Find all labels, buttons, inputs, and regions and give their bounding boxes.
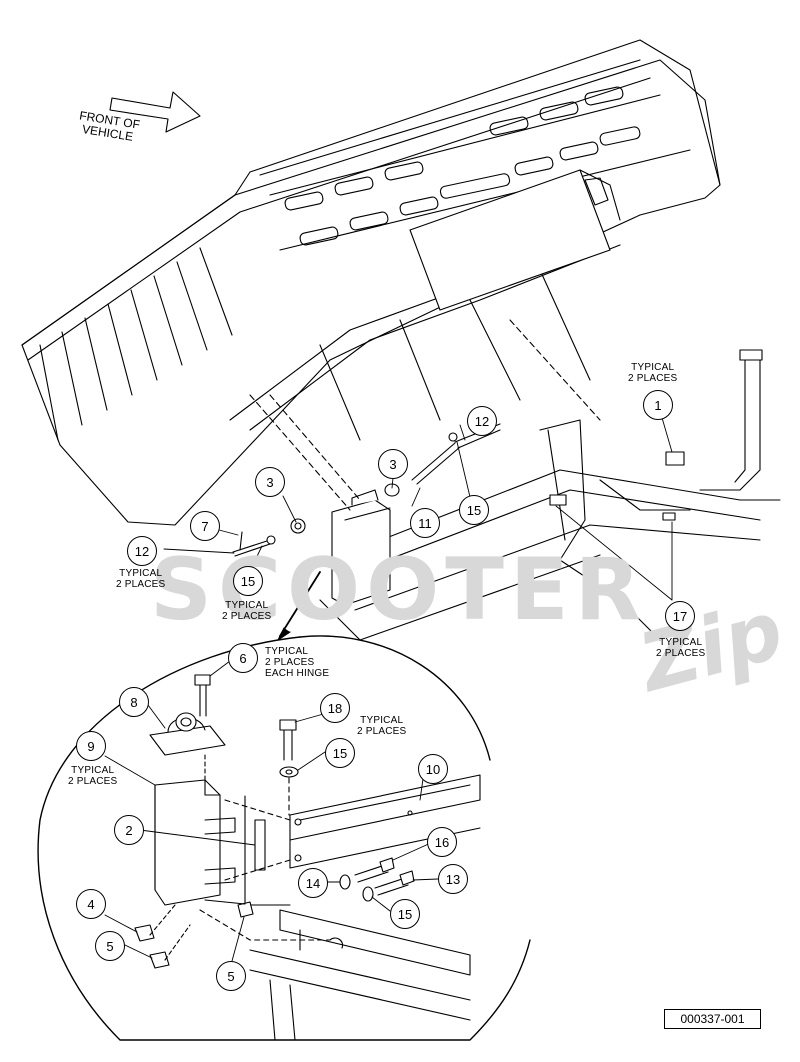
callout-4: 4 [76,889,106,919]
callout-3: 3 [255,467,285,497]
callout-13: 13 [438,864,468,894]
vehicle-frame [319,349,781,641]
callout-5: 5 [95,931,125,961]
callout-15: 15 [459,495,489,525]
callout-8: 8 [119,687,149,717]
callout-11: 11 [410,508,440,538]
note-item-17: TYPICAL 2 PLACES [656,637,706,659]
callout-18: 18 [320,693,350,723]
callout-17: 17 [665,601,695,631]
note-item-9: TYPICAL 2 PLACES [68,765,118,787]
callout-6: 6 [228,643,258,673]
callout-3: 3 [378,449,408,479]
note-item-1: TYPICAL 2 PLACES [628,362,678,384]
callout-10: 10 [418,754,448,784]
note-item-6: TYPICAL 2 PLACES EACH HINGE [265,646,330,679]
callout-16: 16 [427,827,457,857]
callout-12: 12 [467,406,497,436]
callout-1: 1 [643,390,673,420]
hinge-assembly [232,319,601,606]
callout-15: 15 [233,566,263,596]
note-item-12: TYPICAL 2 PLACES [116,568,166,590]
callout-5: 5 [216,961,246,991]
callout-7: 7 [190,511,220,541]
part-number-box: 000337-001 [664,1009,761,1029]
callout-15: 15 [325,738,355,768]
note-item-18: TYPICAL 2 PLACES [357,715,407,737]
detail-circle [37,636,531,1041]
callout-2: 2 [114,815,144,845]
cargo-bed [21,39,721,526]
front-arrow-icon [109,91,201,133]
hinge-detail [134,674,481,1041]
callout-9: 9 [76,731,106,761]
note-item-15: TYPICAL 2 PLACES [222,600,272,622]
callout-12: 12 [127,536,157,566]
callout-15: 15 [390,899,420,929]
callout-14: 14 [298,868,328,898]
